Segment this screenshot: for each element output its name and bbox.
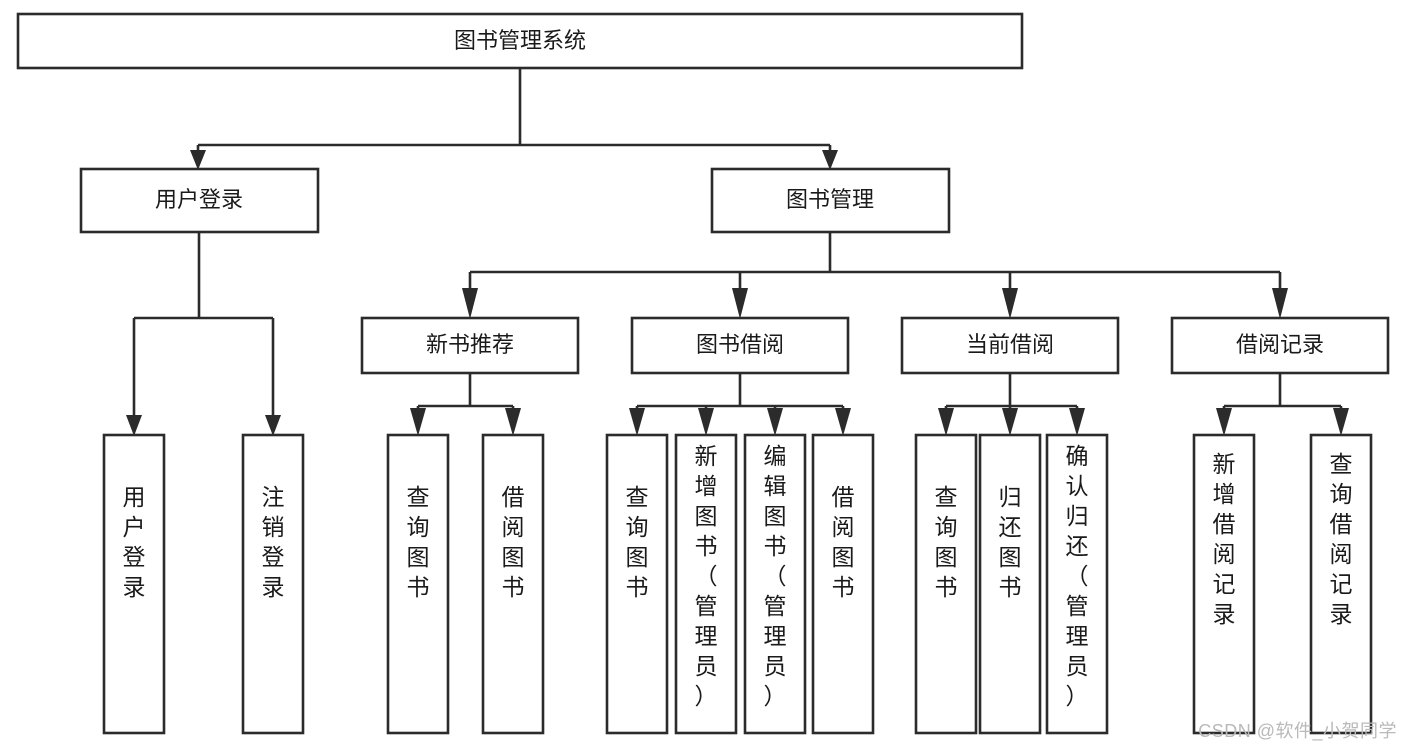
node-root-box[interactable] <box>16 12 1024 70</box>
node-leaf-query-book-3[interactable]: 查询图书 <box>914 433 978 735</box>
node-user-login-label: 用户登录 <box>155 187 243 212</box>
arrow-to-current-borrow <box>1002 288 1018 319</box>
node-leaf-query-book-1[interactable]: 查询图书 <box>386 433 450 735</box>
arrow-to-leaf-user-login <box>126 415 142 436</box>
arrow-to-leaf-query-book-3 <box>938 408 954 436</box>
node-leaf-user-login-label: 用户登录 <box>123 484 146 600</box>
node-leaf-add-book-label: 新增图书（管理员） <box>695 443 718 709</box>
arrow-to-leaf-logout <box>265 415 281 436</box>
node-leaf-add-record[interactable]: 新增借阅记录 <box>1192 433 1256 735</box>
arrow-to-leaf-query-book-1 <box>410 408 426 436</box>
node-borrow-record-box[interactable] <box>1170 316 1390 375</box>
node-new-book-recommend-box[interactable] <box>360 316 580 375</box>
node-leaf-return-book-box[interactable] <box>978 433 1042 735</box>
arrow-to-book-borrow <box>732 288 748 319</box>
node-new-book-recommend-label: 新书推荐 <box>426 332 514 357</box>
node-user-login-box[interactable] <box>79 167 320 234</box>
node-leaf-borrow-book-2-box[interactable] <box>811 433 875 735</box>
arrow-to-leaf-query-book-2 <box>629 408 645 436</box>
connector-new-book-recommend-to-leaves <box>416 373 515 412</box>
node-leaf-user-login-box[interactable] <box>102 433 166 735</box>
csdn-watermark: CSDN @软件_小贺同学 <box>1198 721 1397 741</box>
arrow-to-borrow-record <box>1272 288 1288 319</box>
node-leaf-query-book-1-box[interactable] <box>386 433 450 735</box>
node-leaf-user-login[interactable]: 用户登录 <box>102 433 166 735</box>
node-root[interactable]: 图书管理系统 <box>16 12 1024 70</box>
node-book-borrow[interactable]: 图书借阅 <box>630 316 850 375</box>
connector-root-to-level2 <box>196 68 832 157</box>
node-leaf-borrow-book-2-label: 借阅图书 <box>832 484 855 600</box>
arrow-to-leaf-add-book <box>698 408 714 436</box>
arrow-to-new-book-recommend <box>462 288 478 319</box>
node-current-borrow[interactable]: 当前借阅 <box>900 316 1120 375</box>
arrow-to-leaf-add-record <box>1216 408 1232 436</box>
node-root-label: 图书管理系统 <box>454 28 586 53</box>
node-book-borrow-label: 图书借阅 <box>696 332 784 357</box>
node-book-management-box[interactable] <box>710 167 951 234</box>
node-leaf-borrow-book-1-box[interactable] <box>481 433 545 735</box>
connector-book-management-to-level3 <box>468 232 1282 292</box>
node-leaf-query-record-label: 查询借阅记录 <box>1330 451 1353 627</box>
connector-borrow-record-to-leaves <box>1222 373 1343 412</box>
node-leaf-return-book[interactable]: 归还图书 <box>978 433 1042 735</box>
node-current-borrow-label: 当前借阅 <box>966 332 1054 357</box>
node-leaf-query-book-3-box[interactable] <box>914 433 978 735</box>
node-book-management[interactable]: 图书管理 <box>710 167 951 234</box>
node-leaf-edit-book-label: 编辑图书（管理员） <box>764 443 787 709</box>
node-leaf-edit-book[interactable]: 编辑图书（管理员） <box>743 433 807 735</box>
connector-book-borrow-to-leaves <box>635 373 845 412</box>
arrow-to-leaf-borrow-book-1 <box>505 408 521 436</box>
node-leaf-add-record-box[interactable] <box>1192 433 1256 735</box>
arrow-to-user-login <box>190 150 206 170</box>
node-book-management-label: 图书管理 <box>786 187 874 212</box>
arrow-to-leaf-return-book <box>1002 408 1018 436</box>
arrow-to-leaf-confirm-return <box>1069 408 1085 436</box>
arrow-to-leaf-edit-book <box>767 408 783 436</box>
node-leaf-borrow-book-1[interactable]: 借阅图书 <box>481 433 545 735</box>
node-leaf-query-book-3-label: 查询图书 <box>935 484 958 600</box>
node-leaf-add-record-label: 新增借阅记录 <box>1213 451 1236 627</box>
node-borrow-record-label: 借阅记录 <box>1236 332 1324 357</box>
arrow-to-leaf-borrow-book-2 <box>835 408 851 436</box>
connector-user-login-to-leaves <box>132 232 275 420</box>
node-leaf-add-book-box[interactable] <box>674 433 738 735</box>
node-leaf-query-book-2-box[interactable] <box>605 433 669 735</box>
node-user-login[interactable]: 用户登录 <box>79 167 320 234</box>
node-leaf-edit-book-box[interactable] <box>743 433 807 735</box>
node-new-book-recommend[interactable]: 新书推荐 <box>360 316 580 375</box>
node-leaf-add-book[interactable]: 新增图书（管理员） <box>674 433 738 735</box>
node-book-borrow-box[interactable] <box>630 316 850 375</box>
node-current-borrow-box[interactable] <box>900 316 1120 375</box>
arrow-to-book-management <box>822 150 838 170</box>
connector-current-borrow-to-leaves <box>944 373 1079 412</box>
node-leaf-query-record-box[interactable] <box>1309 433 1373 735</box>
arrow-to-leaf-query-record <box>1333 408 1349 436</box>
node-leaf-confirm-return[interactable]: 确认归还（管理员） <box>1045 433 1109 735</box>
node-borrow-record[interactable]: 借阅记录 <box>1170 316 1390 375</box>
node-leaf-confirm-return-label: 确认归还（管理员） <box>1066 443 1089 709</box>
node-leaf-query-book-2-label: 查询图书 <box>626 484 649 600</box>
node-leaf-return-book-label: 归还图书 <box>999 484 1022 600</box>
node-leaf-query-book-1-label: 查询图书 <box>407 484 430 600</box>
node-leaf-query-book-2[interactable]: 查询图书 <box>605 433 669 735</box>
node-leaf-logout[interactable]: 注销登录 <box>241 433 305 735</box>
node-leaf-borrow-book-2[interactable]: 借阅图书 <box>811 433 875 735</box>
node-leaf-confirm-return-box[interactable] <box>1045 433 1109 735</box>
node-leaf-query-record[interactable]: 查询借阅记录 <box>1309 433 1373 735</box>
node-leaf-borrow-book-1-label: 借阅图书 <box>502 484 525 600</box>
node-leaf-logout-label: 注销登录 <box>262 484 285 600</box>
node-leaf-logout-box[interactable] <box>241 433 305 735</box>
connector-layer <box>126 68 1349 436</box>
